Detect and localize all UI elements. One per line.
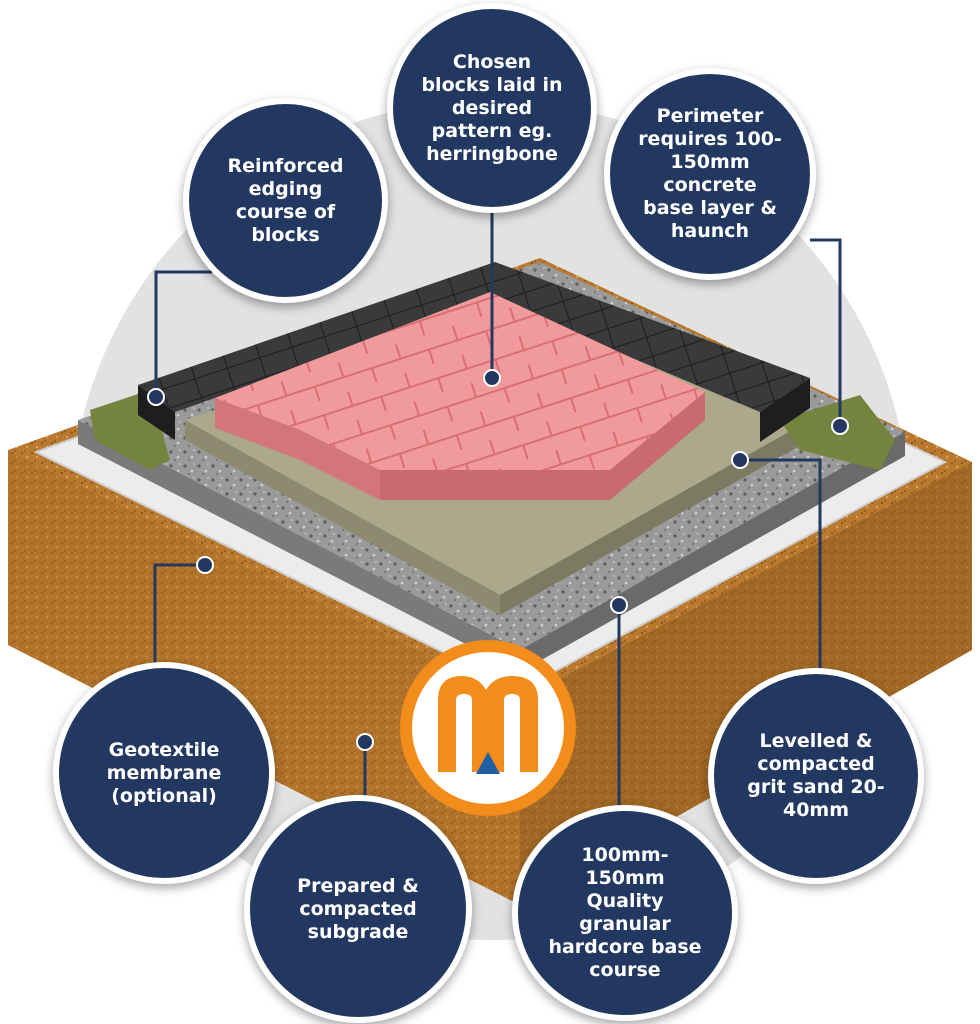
herringbone-pavers	[215, 292, 705, 500]
grit-sand-label: Levelled & compacted grit sand 20-40mm	[708, 668, 924, 884]
mw-logo-icon	[400, 640, 576, 816]
connector-lines	[153, 200, 842, 810]
chosen-blocks-label: Chosen blocks laid in desired pattern eg…	[387, 3, 597, 213]
geotextile-membrane-label: Geotextile membrane (optional)	[53, 662, 275, 884]
perimeter-base-label: Perimeter requires 100-150mm concrete ba…	[604, 68, 816, 280]
subgrade-label: Prepared & compacted subgrade	[244, 795, 472, 1023]
edging-course-label: Reinforced edging course of blocks	[183, 98, 388, 303]
hardcore-base-label: 100mm-150mm Quality granular hardcore ba…	[512, 805, 738, 1021]
connector-dots	[147, 369, 849, 751]
